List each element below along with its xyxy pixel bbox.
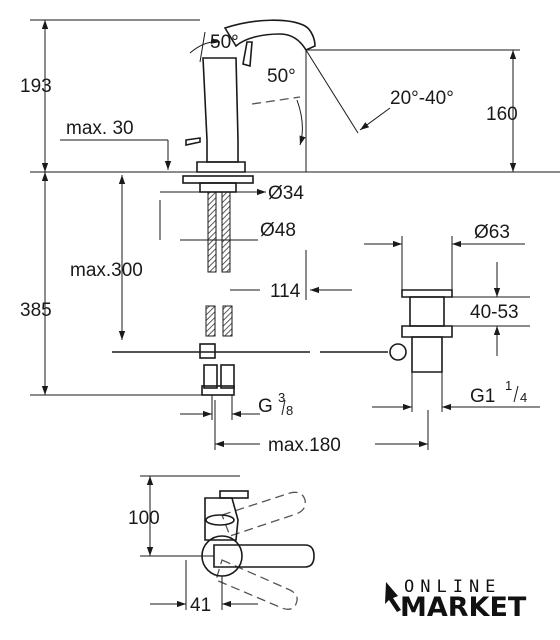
max-300-label: max.300 [70,260,143,281]
waste-plug [409,296,445,327]
max-30-label: max. 30 [66,118,134,139]
width-41-label: 41 [190,595,211,616]
spout-angle-line [305,49,359,134]
height-100-label: 100 [128,508,160,529]
angle-arc-top [189,37,221,54]
dist-114-label: 114 [270,281,301,302]
waste-flange [401,289,453,298]
pop-up-waste: Ø63 40-53 G1 1 4 max.180 [112,222,540,456]
side-knob [185,137,201,146]
handle-ghost-up [221,491,306,537]
waste-rod-joint [389,343,407,361]
thread-g38-denominator: 8 [286,403,293,418]
height-385-label: 385 [20,300,52,321]
cursor-icon [385,582,401,612]
thread-g38-slash [281,399,286,416]
dia-34-label: Ø34 [268,183,304,204]
mounting-plate [182,175,254,184]
thread-g114-main: G1 [470,386,495,407]
top-aerator [219,490,249,499]
supply-hose-left-lower [205,305,216,337]
max-180-label: max.180 [268,435,341,456]
angle-side-label: 50° [267,66,296,87]
angle-range-leader [359,107,391,131]
faucet-base [196,161,246,173]
angle-top-label: 50° [210,32,239,53]
onlinemarket-logo: ONLINE MARKET [385,577,527,623]
top-spout-outlet [205,514,235,526]
rotated-lever-ghost [251,96,301,105]
connector-right [220,364,235,389]
faucet-spout [223,19,316,52]
fixing-nut [199,182,237,193]
connector-left [203,364,218,389]
angle-arc-side [296,99,306,146]
handle-ghost-down [215,559,298,610]
supply-hose-right-lower [222,305,233,337]
supply-hose-right [221,191,231,273]
faucet-body [202,57,239,163]
logo-line-1: ONLINE [404,577,501,597]
angle-leader-top [199,31,206,63]
thread-g38-numerator: 3 [278,390,285,405]
waste-nut [401,325,453,338]
angle-range-label: 20°-40° [390,88,454,109]
dia-48-label: Ø48 [260,220,296,241]
under-counter-fixings: Ø34 Ø48 max.300 385 114 G 3 8 [20,172,352,420]
faucet-elevation: 50° 50° 20°-40° 193 160 max. 30 [20,19,560,396]
height-193-label: 193 [20,76,52,97]
lever-handle [242,41,253,68]
thread-g114-slash [513,385,519,403]
rod-clamp [199,343,216,359]
range-40-53-label: 40-53 [470,302,519,323]
thread-g38-main: G [258,396,273,417]
height-160-label: 160 [486,104,518,125]
thread-g114-denominator: 4 [520,390,527,405]
supply-hose-left [207,191,217,273]
connector-base [201,385,235,396]
top-view: 100 41 [128,475,315,616]
waste-body [411,336,443,373]
top-handle [213,544,315,568]
thread-g114-numerator: 1 [505,378,512,393]
logo-line-2: MARKET [400,592,527,623]
dia-63-label: Ø63 [474,222,510,243]
